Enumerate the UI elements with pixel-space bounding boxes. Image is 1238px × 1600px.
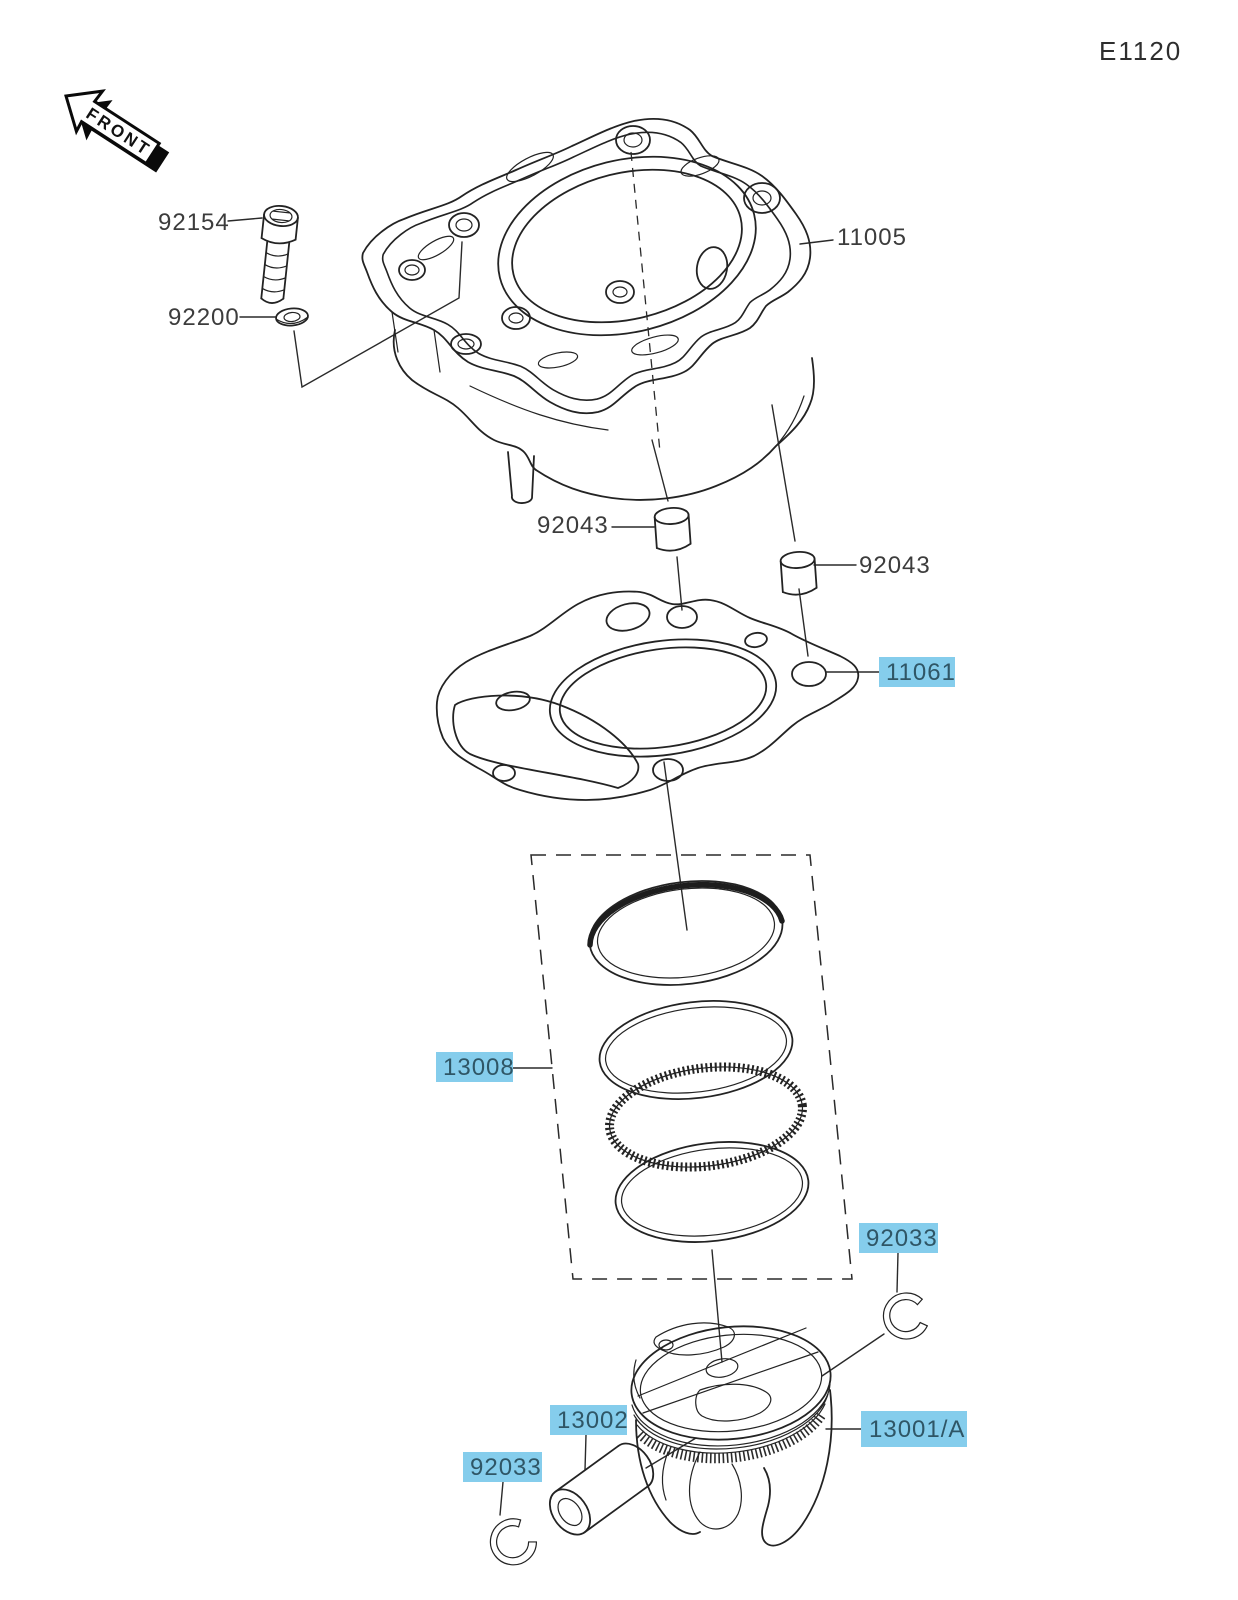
top-ring [587,880,785,986]
part-label-13002[interactable]: 13002 [557,1407,629,1434]
piston-drawing [630,1322,833,1547]
leader-lines [227,217,899,1516]
part-label-13008[interactable]: 13008 [443,1054,515,1081]
dowel-pin-left-drawing [653,507,692,552]
part-label-92033-bottom[interactable]: 92033 [470,1454,542,1481]
second-ring [598,1000,794,1100]
highlight-13002 [550,1405,627,1435]
part-label-11061[interactable]: 11061 [886,659,956,686]
part-label-92033-top[interactable]: 92033 [866,1225,938,1252]
ring-set-boundary-box [530,854,853,1280]
highlight-11061 [879,657,955,687]
part-labels: 92154 92200 11005 92043 92043 11061 1300… [158,209,967,1482]
dowel-pin-right-drawing [779,551,818,596]
part-label-13001A[interactable]: 13001/A [869,1416,965,1443]
part-label-92043-left[interactable]: 92043 [537,512,609,539]
highlight-92033-bottom [463,1452,542,1482]
gasket-drawing [435,590,860,801]
circlip-bottom-drawing [480,1511,544,1575]
highlight-13001A [861,1411,967,1447]
cylinder-slots [417,151,729,369]
bolt-drawing [260,204,299,304]
highlight-13008 [436,1052,513,1082]
front-arrow-face: FRONT [64,89,162,166]
washer-drawing [275,307,309,327]
part-label-92043-right[interactable]: 92043 [859,552,931,579]
part-label-92154[interactable]: 92154 [158,209,230,236]
bottom-ring [614,1141,810,1243]
part-label-92200[interactable]: 92200 [168,304,240,331]
gasket-holes [492,602,827,782]
circlip-top-drawing [877,1288,932,1345]
highlight-92033-top [859,1223,938,1253]
cylinder-bolt-holes [398,125,781,355]
oil-ring-expander [605,1062,807,1172]
piston-pin-drawing [548,1442,655,1536]
piston-ring-set-drawing [530,854,853,1280]
page-code: E1120 [1099,36,1182,66]
front-arrow: FRONT [64,89,170,173]
part-label-11005[interactable]: 11005 [837,224,907,251]
cylinder-drawing [361,117,815,504]
